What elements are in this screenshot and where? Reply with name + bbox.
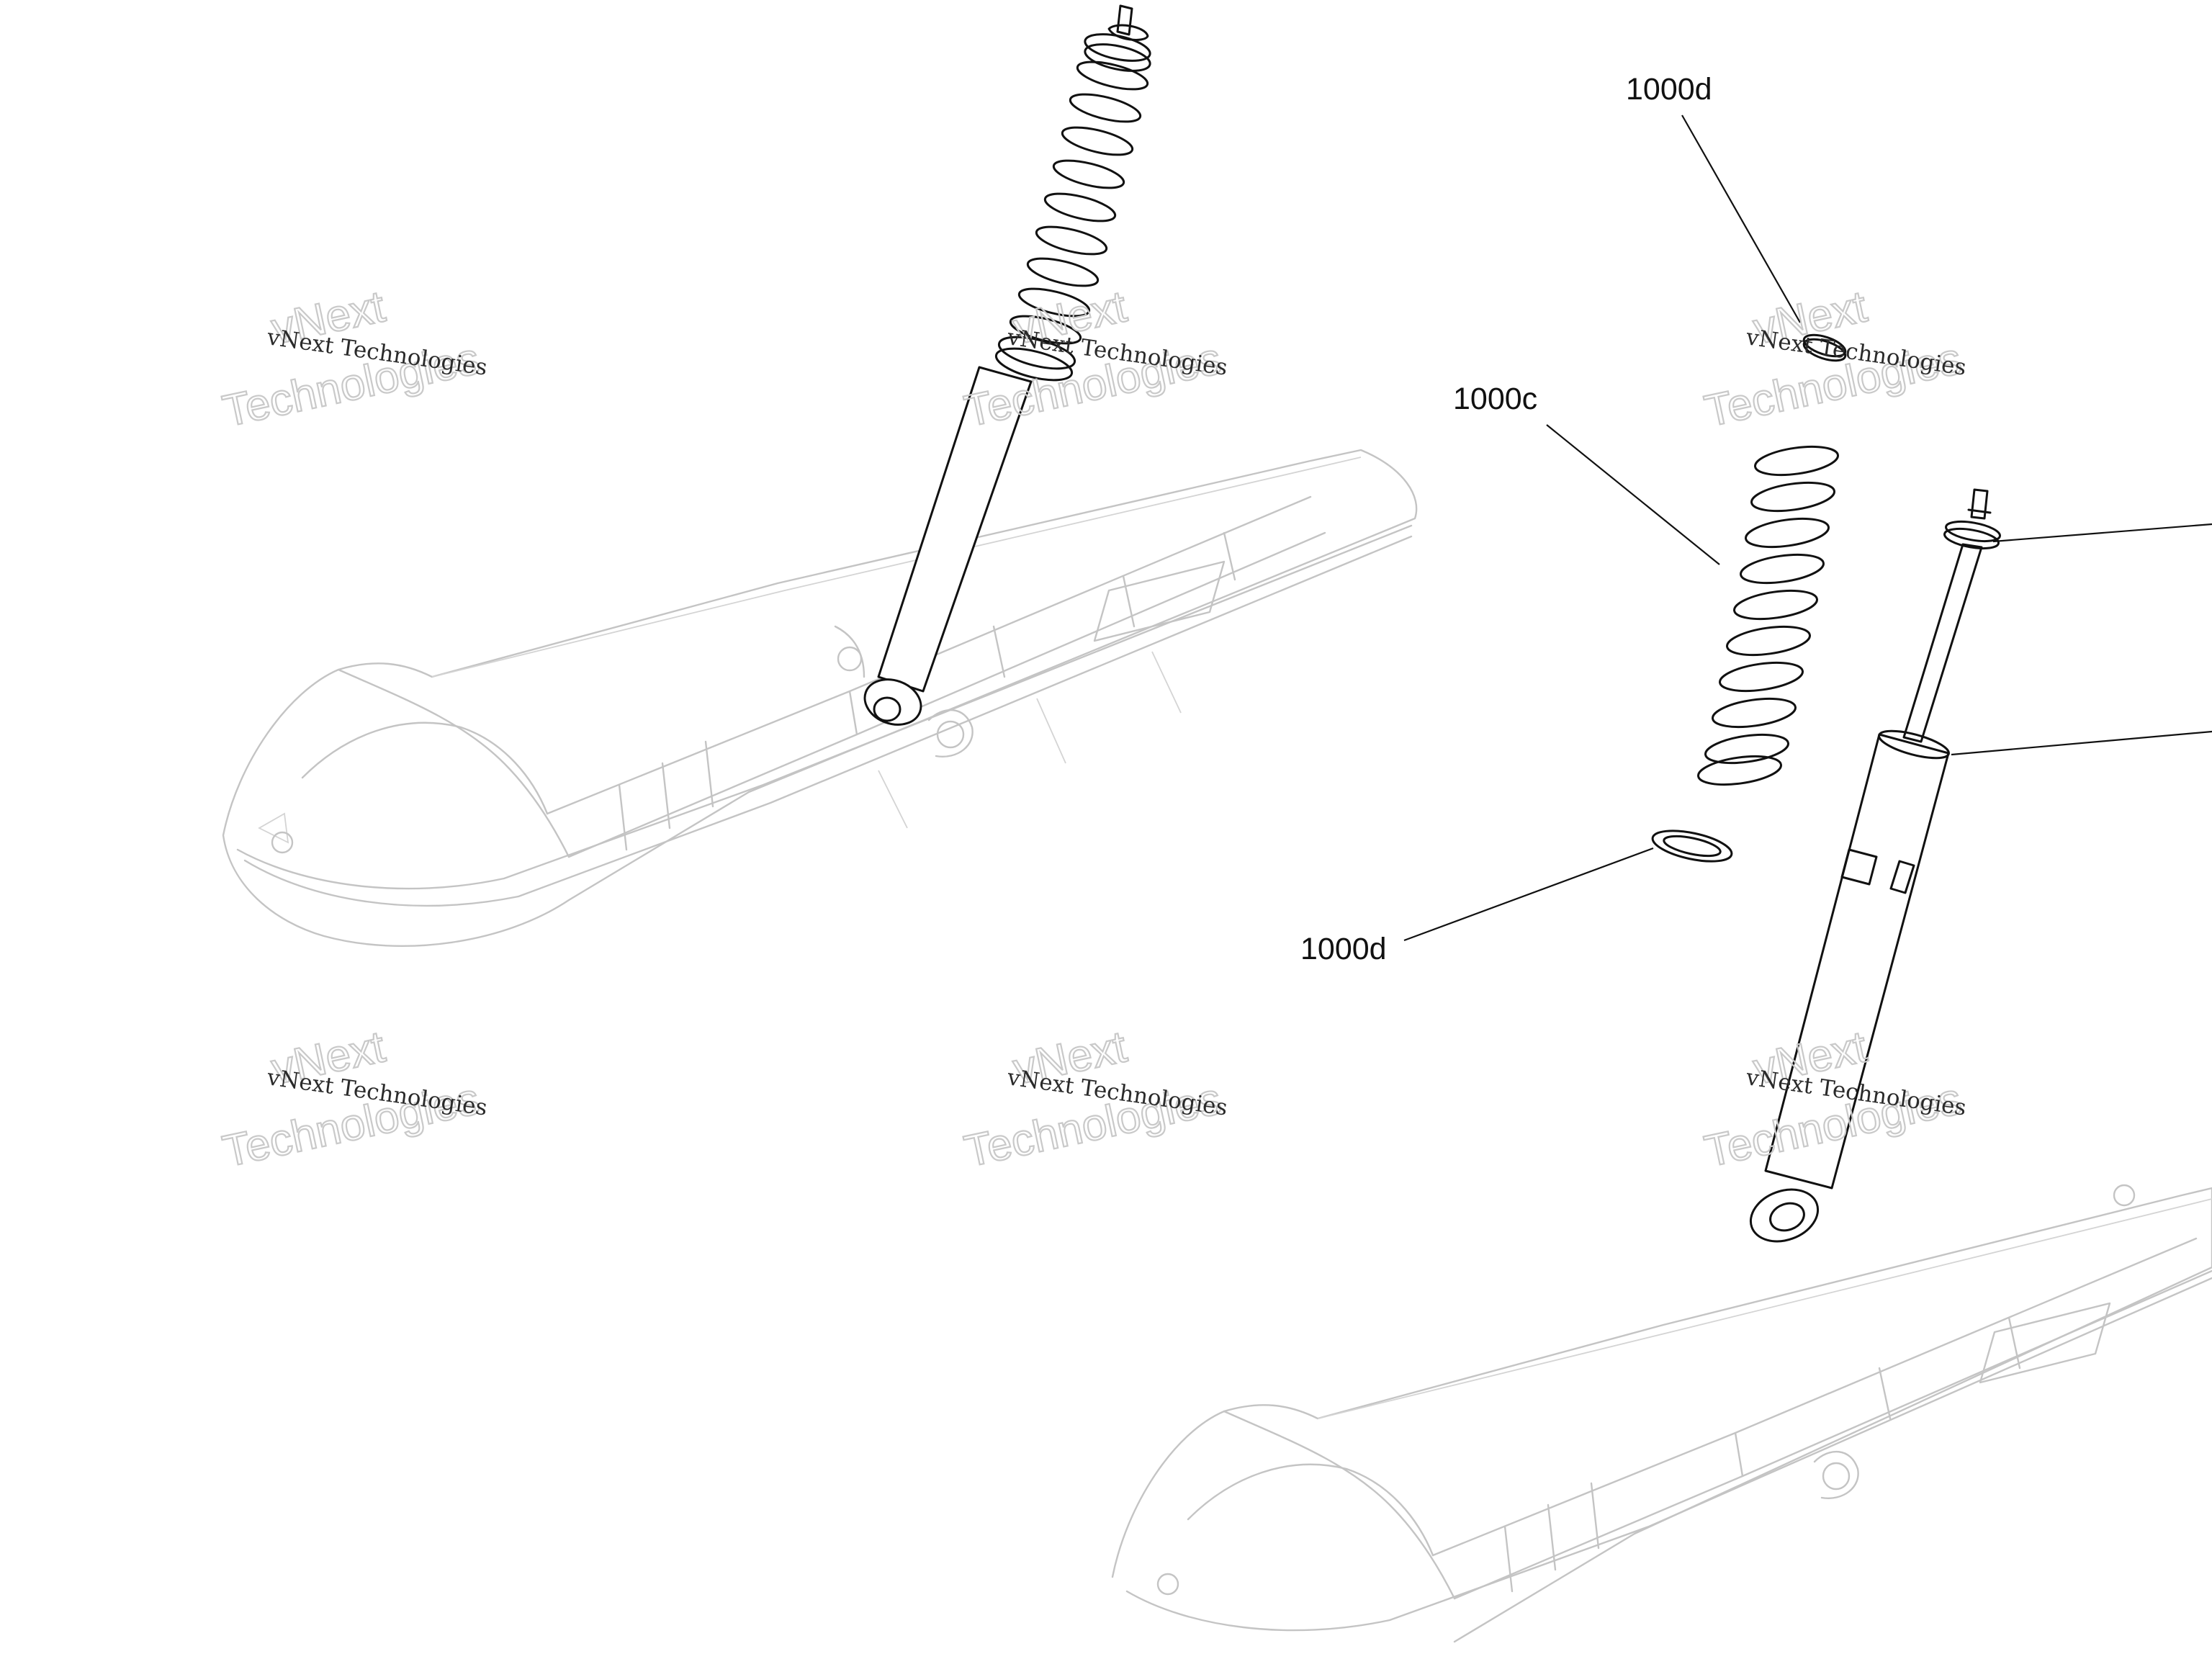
spring-1000c xyxy=(1697,445,1839,786)
leader-lines xyxy=(1403,114,2212,942)
retainer-1000d-top xyxy=(1802,333,1847,362)
callout-1000c: 1000c xyxy=(1453,382,1537,416)
leader-damper-body xyxy=(1951,730,2212,756)
ski-ghost-left xyxy=(222,449,1418,947)
damper-exploded xyxy=(1749,488,2001,1243)
callout-1000d-bottom: 1000d xyxy=(1300,932,1387,966)
ski-ghost-right xyxy=(1111,1184,2212,1643)
leader-1000d-top xyxy=(1681,114,1801,323)
shock-assembled xyxy=(863,4,1151,726)
watermark: vNext Technologies vNext Technologies vN… xyxy=(217,281,1967,1177)
leader-damper-rod xyxy=(1992,523,2212,543)
washer-1000d-bottom xyxy=(1651,830,1733,863)
leader-1000c xyxy=(1546,424,1720,565)
leader-1000d-bottom xyxy=(1403,847,1654,942)
callout-1000d-top: 1000d xyxy=(1626,72,1712,107)
